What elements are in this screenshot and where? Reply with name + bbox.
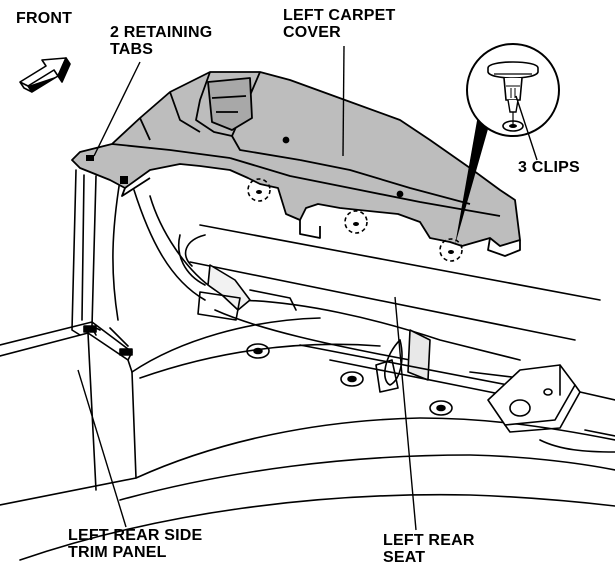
left-carpet-cover: [71, 71, 521, 257]
leader-clips: [515, 95, 538, 161]
label-carpet-cover: LEFT CARPET COVER: [283, 7, 396, 41]
label-trim-panel: LEFT REAR SIDE TRIM PANEL: [68, 527, 203, 561]
vehicle-body-lines: [0, 169, 615, 561]
label-retaining-tabs: 2 RETAINING TABS: [110, 24, 213, 58]
label-clips: 3 CLIPS: [518, 159, 580, 176]
clip-magnifier-icon: [455, 43, 560, 245]
leader-seat: [394, 296, 417, 531]
retaining-tabs: [86, 155, 128, 184]
clip-locations: [247, 178, 463, 262]
front-arrow-icon: [19, 57, 71, 93]
magnifier-pointer: [455, 115, 490, 245]
leader-tabs: [93, 61, 141, 157]
clip-dots: [256, 190, 454, 254]
leader-cover: [342, 45, 345, 157]
clip-circle-1: [247, 178, 271, 202]
label-front: FRONT: [16, 10, 73, 27]
leader-trim: [77, 369, 127, 528]
leader-lines: [77, 45, 538, 531]
clip-circle-3: [439, 238, 463, 262]
clip-circle-2: [344, 210, 368, 234]
label-rear-seat: LEFT REAR SEAT: [383, 532, 475, 566]
